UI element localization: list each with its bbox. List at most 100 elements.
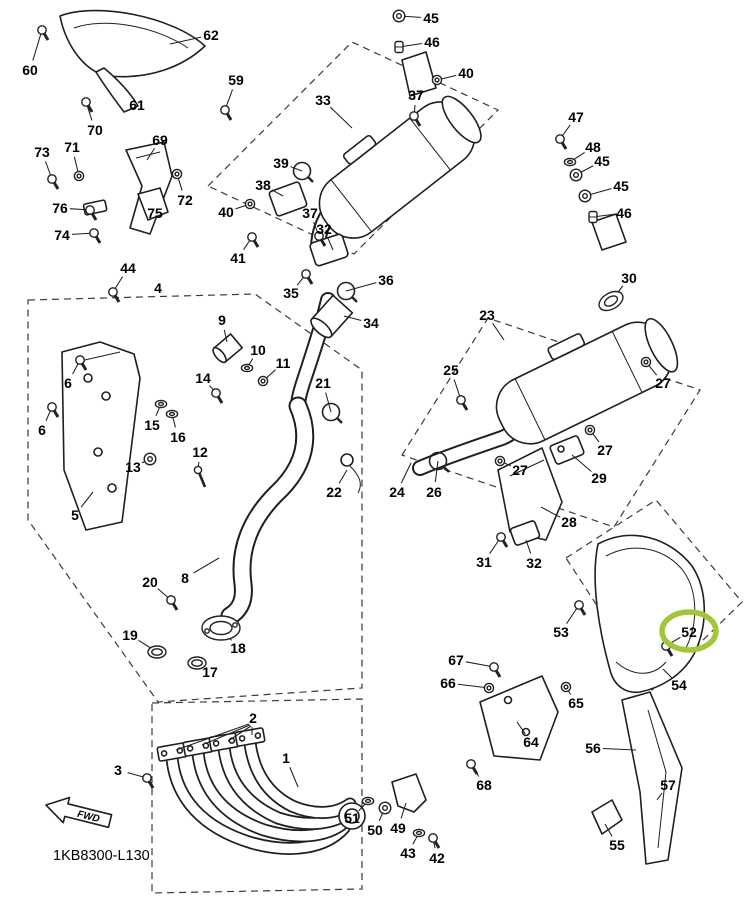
cover-54-shape [594, 534, 706, 694]
part-number-label: 22 [326, 484, 342, 500]
part-number-label: 6 [64, 375, 72, 391]
part-number-label: 71 [64, 139, 80, 155]
part-number-label: 23 [479, 307, 495, 323]
leader-line [32, 29, 43, 61]
grommet-glyph [392, 9, 406, 23]
bolt-glyph [489, 662, 502, 678]
part-number-label: 69 [152, 132, 168, 148]
part-number-label: 24 [389, 484, 405, 500]
washer-glyph [412, 828, 426, 838]
diagram-code: 1KB8300-L130 [53, 848, 150, 864]
bolt-glyph [456, 395, 469, 411]
bolt-glyph [85, 205, 98, 221]
part-number-label: 29 [591, 470, 607, 486]
part-number-label: 61 [129, 97, 145, 113]
ring-glyph [147, 645, 167, 659]
leader-line [516, 721, 526, 735]
part-number-label: 33 [315, 92, 331, 108]
leader-line [80, 491, 94, 508]
grommet-glyph [569, 168, 583, 182]
nut-glyph [483, 682, 495, 694]
leader-line [193, 557, 220, 574]
part-number-label: 13 [125, 459, 141, 475]
part-number-label: 52 [681, 624, 697, 640]
part-number-label: 8 [181, 570, 189, 586]
part-number-label: 50 [367, 822, 383, 838]
bolt-glyph [409, 111, 422, 127]
leader-line [271, 189, 284, 197]
part-number-label: 17 [202, 664, 218, 680]
leader-line [223, 329, 228, 343]
leader-line [525, 539, 532, 554]
leader-line [169, 36, 202, 45]
cap-glyph [598, 290, 624, 312]
muffler-23-shape [495, 317, 679, 445]
part-number-label: 27 [655, 375, 671, 391]
part-number-label: 14 [195, 370, 211, 386]
part-number-label: 2 [249, 710, 257, 726]
leader-line [290, 166, 303, 172]
part-number-label: 19 [122, 627, 138, 643]
grommet-glyph [378, 801, 392, 815]
part-number-label: 40 [218, 204, 234, 220]
part-number-label: 46 [424, 34, 440, 50]
leader-line [492, 322, 505, 341]
nut-glyph [431, 74, 443, 86]
part-number-label: 35 [283, 285, 299, 301]
header-flanges-2-shape [156, 723, 266, 762]
clamp-glyph [428, 451, 450, 473]
part-number-label: 27 [512, 462, 528, 478]
leader-line [325, 392, 332, 413]
leader-line [146, 148, 155, 161]
part-number-label: 3 [114, 762, 122, 778]
leader-line [329, 106, 353, 129]
bolt-glyph [108, 287, 121, 303]
part-number-label: 74 [54, 227, 70, 243]
bolt-glyph [220, 105, 233, 121]
clamp-glyph [321, 402, 343, 424]
part-number-label: 41 [230, 250, 246, 266]
part-number-label: 6 [38, 422, 46, 438]
bolt-glyph [555, 134, 568, 150]
part-number-label: 4 [154, 280, 162, 296]
part-number-label: 11 [276, 355, 291, 371]
clamp-glyph [336, 281, 358, 303]
protector-64-shape [479, 675, 559, 761]
part-number-label: 73 [34, 144, 50, 160]
part-number-label: 56 [585, 740, 601, 756]
part-number-label: 1 [282, 750, 290, 766]
leader-line [662, 668, 673, 679]
part-number-label: 54 [671, 677, 687, 693]
fwd-label: FWD [76, 809, 101, 825]
bolt-glyph [466, 759, 479, 775]
part-number-label: 64 [523, 734, 539, 750]
part-number-label: 15 [144, 417, 160, 433]
part-number-label: 27 [597, 442, 613, 458]
flange-glyph [201, 615, 241, 641]
bolt-glyph [428, 833, 441, 849]
part-number-label: 67 [448, 652, 464, 668]
leader-line [540, 506, 561, 518]
fastener-glyphs [37, 9, 674, 849]
protector-28-shape [497, 435, 585, 546]
nut-glyph [584, 424, 596, 436]
part-number-label: 46 [616, 205, 632, 221]
ring-glyph [187, 656, 207, 670]
part-number-label: 26 [426, 484, 442, 500]
part-number-label: 20 [142, 574, 158, 590]
part-number-label: 72 [177, 192, 193, 208]
part-number-label: 31 [476, 554, 492, 570]
bolt-glyph [247, 232, 260, 248]
leader-line [343, 315, 362, 321]
collar-glyph [588, 210, 598, 224]
joint-9-shape [212, 333, 244, 364]
leader-line [338, 469, 348, 484]
bolt-glyph [166, 595, 179, 611]
part-number-label: 76 [52, 200, 68, 216]
leader-line [345, 282, 377, 292]
part-number-label: 65 [568, 695, 584, 711]
leader-line [400, 462, 412, 484]
part-number-label: 44 [120, 260, 136, 276]
